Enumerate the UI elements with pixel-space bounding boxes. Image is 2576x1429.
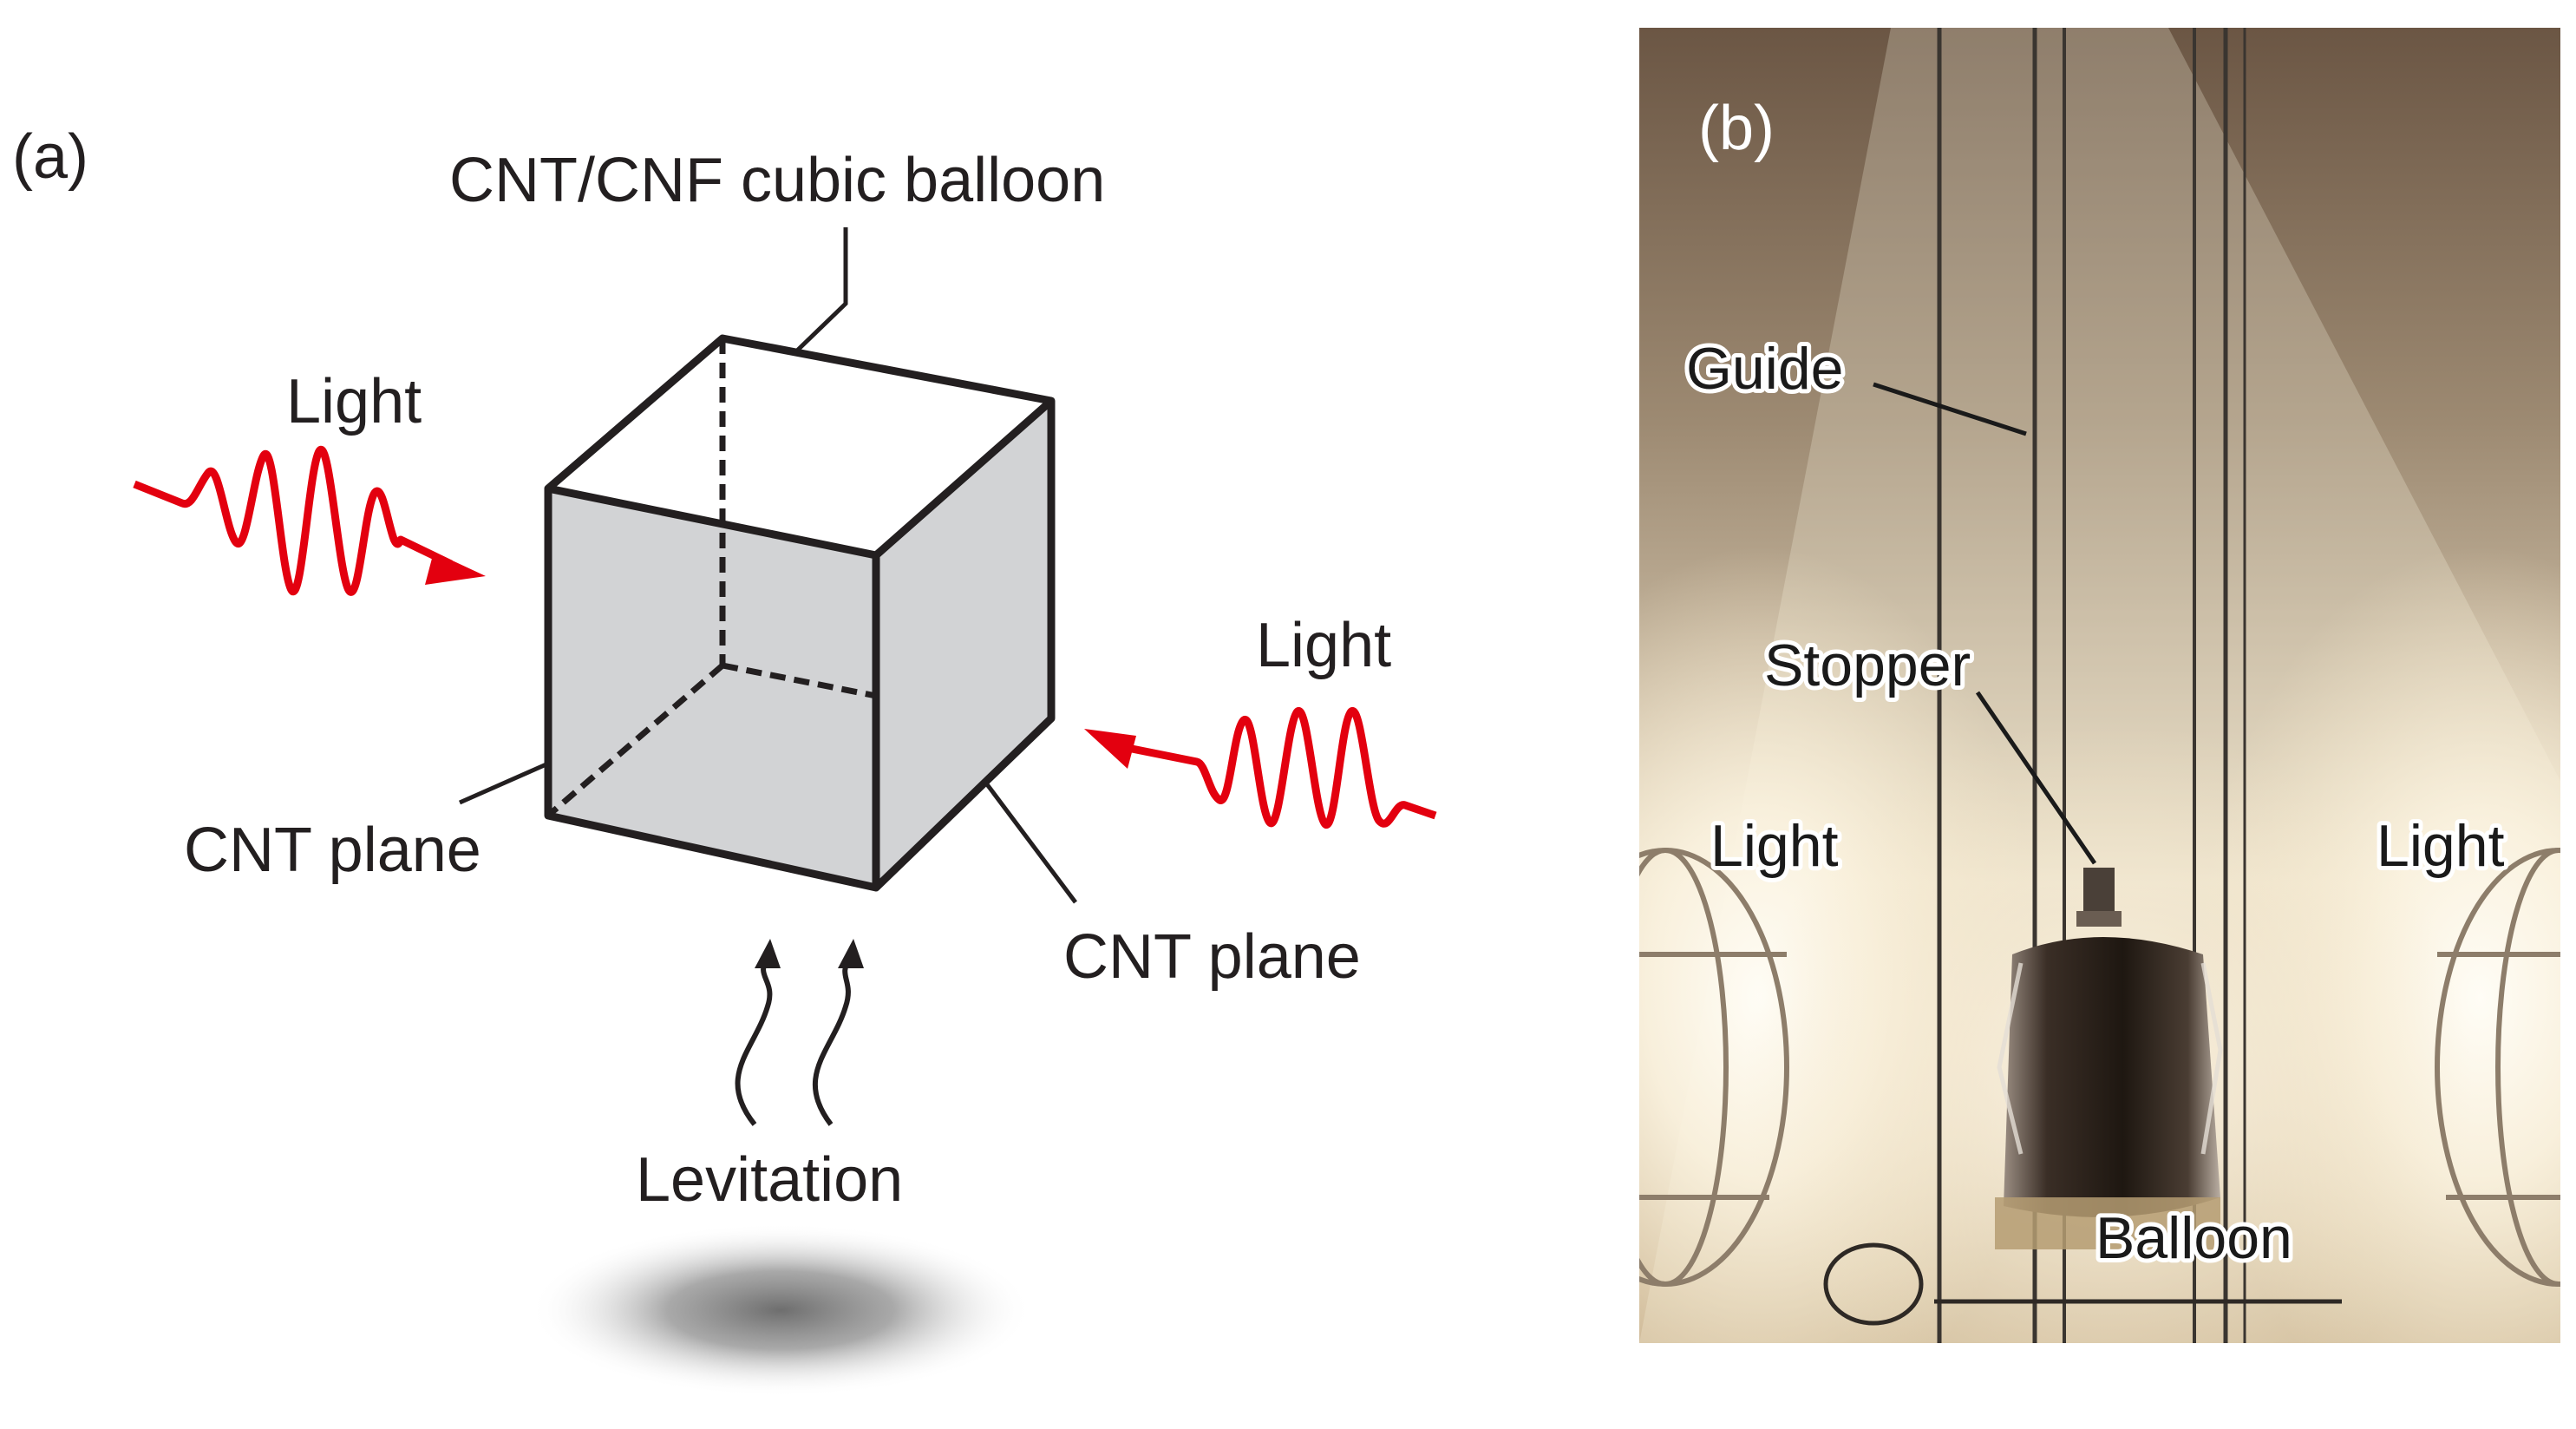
stopper: [2083, 868, 2115, 918]
light-wave-left: [133, 445, 486, 596]
cube-hidden-edges: [546, 338, 877, 818]
light-label-right: Light: [1256, 611, 1391, 680]
panel-b-tag: (b): [1698, 94, 1775, 163]
photo-light-label-right: Light: [2377, 813, 2505, 879]
balloon: [1995, 937, 2223, 1249]
panel-a-tag: (a): [12, 122, 88, 192]
cube-outline: [544, 334, 1056, 892]
base-ring: [1823, 1242, 1924, 1326]
levitation-shadow: [529, 1223, 1032, 1397]
cnt-plane-left-leader: [458, 761, 550, 805]
cnt-plane-right-face: [876, 401, 1051, 888]
lamp-cage-left: [1639, 848, 1789, 1287]
guide-leader: [1873, 382, 2027, 436]
lamp-cage-right: [2435, 848, 2560, 1287]
balloon-leader-line: [794, 227, 848, 353]
cnt-plane-right-label: CNT plane: [1063, 922, 1361, 992]
cubic-balloon-label: CNT/CNF cubic balloon: [449, 146, 1105, 215]
panel-b: (b) Guide Stopper Light Light Balloon: [1639, 28, 2560, 1343]
guide-label: Guide: [1686, 336, 1843, 402]
levitation-label: Levitation: [636, 1145, 903, 1215]
cnt-plane-left-face: [548, 488, 876, 888]
cnt-plane-left-label: CNT plane: [184, 816, 481, 885]
experiment-photo: [1639, 28, 2560, 1343]
levitation-arrows: [735, 957, 853, 1126]
levitation-arrowheads: [755, 939, 864, 968]
light-wave-right: [1084, 707, 1437, 829]
balloon-label: Balloon: [2095, 1205, 2292, 1271]
cnt-plane-right-leader: [983, 779, 1077, 904]
light-label-left: Light: [286, 367, 422, 436]
stopper-leader: [1975, 691, 2097, 865]
photo-light-label-left: Light: [1710, 813, 1839, 879]
panel-a: (a) CNT/CNF cubic balloon Light: [12, 122, 1437, 1397]
stopper-label: Stopper: [1764, 633, 1971, 698]
